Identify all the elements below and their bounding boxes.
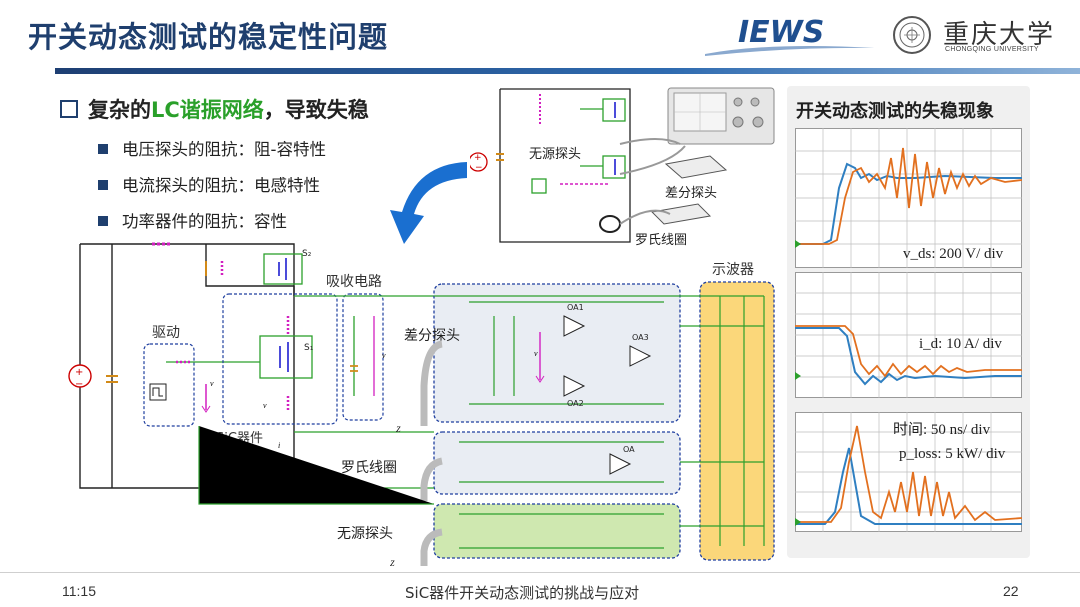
diff-probe-label: 差分探头 bbox=[404, 328, 460, 344]
scope-ploss-waveform: 时间: 50 ns/ div p_loss: 5 kW/ div bbox=[795, 412, 1022, 532]
svg-text:+: + bbox=[474, 153, 482, 163]
zhpv-symbol: Z bbox=[390, 559, 395, 568]
sub-bullet-1: 电压探头的阻抗：阻-容特性 bbox=[98, 136, 326, 160]
scope-ploss-label: p_loss: 5 kW/ div bbox=[899, 446, 1006, 462]
sub-bullet-text: 功率器件的阻抗：容性 bbox=[122, 212, 287, 231]
s2-label: S₂ bbox=[302, 249, 312, 259]
oa3-label: OA3 bbox=[632, 333, 649, 342]
scope-vds-waveform: v_ds: 200 V/ div bbox=[795, 128, 1022, 268]
scope-id-label: i_d: 10 A/ div bbox=[919, 336, 1002, 352]
zdv-symbol: Z bbox=[396, 425, 401, 434]
scope-id-waveform: i_d: 10 A/ div bbox=[795, 272, 1022, 398]
rogowski-top-label: 罗氏线圈 bbox=[635, 233, 687, 248]
scope-time-label: 时间: 50 ns/ div bbox=[893, 421, 991, 438]
footer-time: 11:15 bbox=[62, 583, 96, 599]
svg-text:+: + bbox=[75, 367, 83, 378]
s1-label: S₁ bbox=[304, 343, 314, 353]
curved-arrow-icon bbox=[390, 162, 467, 244]
vds-symbol: v bbox=[382, 351, 386, 360]
oa2-label: OA2 bbox=[567, 399, 584, 408]
university-name-cn: 重庆大学 bbox=[943, 20, 1056, 50]
oa1-label: OA1 bbox=[567, 303, 584, 312]
oscilloscope-label: 示波器 bbox=[712, 262, 754, 278]
m-symbol: M bbox=[301, 461, 310, 470]
scope-vds-label: v_ds: 200 V/ div bbox=[903, 246, 1004, 262]
svg-text:−: − bbox=[475, 163, 483, 173]
main-bullet-suffix: ，导致失稳 bbox=[263, 98, 369, 122]
id-symbol: i bbox=[278, 441, 280, 450]
driver-label: 驱动 bbox=[152, 325, 180, 341]
passive-probe-label: 无源探头 bbox=[337, 526, 393, 542]
square-bullet-icon bbox=[98, 144, 108, 154]
university-name-en: CHONGQING UNIVERSITY bbox=[945, 46, 1039, 53]
dc-source-icon: + − bbox=[68, 364, 92, 390]
sub-bullet-3: 功率器件的阻抗：容性 bbox=[98, 208, 287, 232]
iews-logo-text: IEWS bbox=[738, 15, 824, 50]
measurement-setup-diagram: + − 无源探头 差分探头 罗氏线圈 bbox=[470, 84, 780, 254]
vin-symbol: v bbox=[534, 349, 538, 358]
passive-probe-top-label: 无源探头 bbox=[529, 147, 581, 162]
sub-bullet-2: 电流探头的阻抗：电感特性 bbox=[98, 172, 320, 196]
instability-panel-title: 开关动态测试的失稳现象 bbox=[796, 101, 994, 122]
square-bullet-icon bbox=[98, 180, 108, 190]
page-number: 22 bbox=[1003, 583, 1019, 599]
main-bullet: 复杂的LC谐振网络，导致失稳 bbox=[60, 94, 369, 124]
zrc-symbol: Z bbox=[396, 495, 401, 504]
iews-logo: IEWS bbox=[705, 15, 875, 56]
slide-title: 开关动态测试的稳定性问题 bbox=[28, 20, 389, 54]
header-divider bbox=[55, 68, 1080, 74]
vg-symbol: v bbox=[210, 379, 214, 388]
main-bullet-highlight: LC谐振网络 bbox=[151, 98, 264, 122]
checkbox-bullet-icon bbox=[60, 100, 78, 118]
footer-title: SiC器件开关动态测试的挑战与应对 bbox=[405, 584, 640, 602]
circuit-schematic: + − S₂ 驱动 SiC器件 S₁ 吸收电路 差分探头 OA1 OA2 OA3… bbox=[68, 242, 775, 568]
oa-label: OA bbox=[623, 445, 635, 454]
dc-source-icon: + − bbox=[470, 152, 488, 173]
university-seal-icon bbox=[893, 16, 931, 54]
footer-divider bbox=[0, 572, 1080, 573]
rogowski-label: 罗氏线圈 bbox=[341, 460, 397, 476]
square-bullet-icon bbox=[98, 216, 108, 226]
main-bullet-prefix: 复杂的 bbox=[88, 98, 151, 122]
svg-text:−: − bbox=[75, 379, 83, 390]
vgs-symbol: v bbox=[263, 401, 267, 410]
diff-probe-top-label: 差分探头 bbox=[665, 186, 717, 201]
absorb-circuit-label: 吸收电路 bbox=[326, 274, 382, 290]
sub-bullet-text: 电流探头的阻抗：电感特性 bbox=[122, 176, 320, 195]
sub-bullet-text: 电压探头的阻抗：阻-容特性 bbox=[122, 140, 326, 159]
